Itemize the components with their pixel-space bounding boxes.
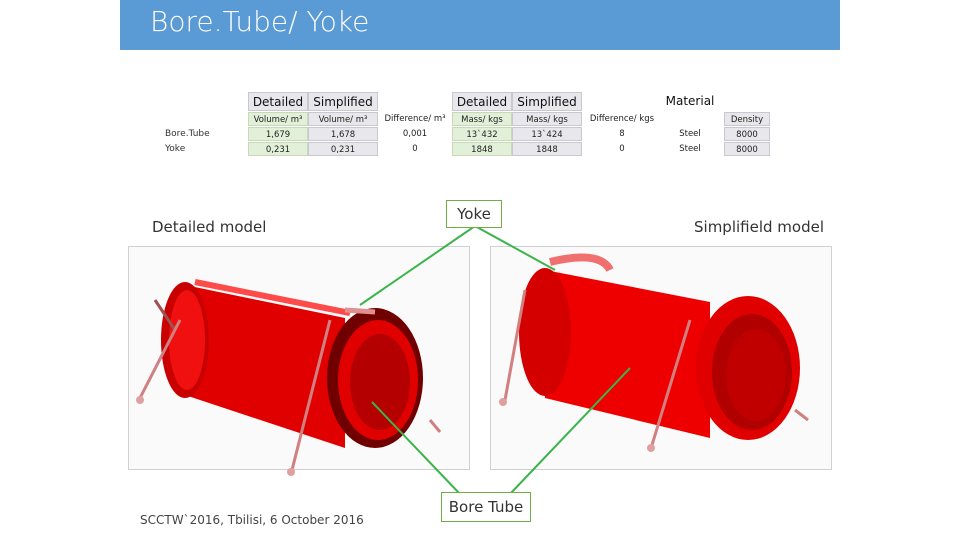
cell-density: 8000 xyxy=(724,142,770,156)
cell-mass-simplified: 1848 xyxy=(512,142,582,156)
cell-material: Steel xyxy=(679,129,701,139)
cell-vol-diff: 0,001 xyxy=(402,129,428,139)
page-title: Bore.Tube/ Yoke xyxy=(150,5,370,38)
header-simplified-mass: Simplified xyxy=(512,92,582,111)
header-detailed-volume: Detailed xyxy=(248,92,308,111)
col-mass-diff: Difference/ kgs xyxy=(589,114,655,124)
detailed-model-caption: Detailed model xyxy=(152,218,267,236)
cell-mass-simplified: 13`424 xyxy=(512,127,582,141)
cell-vol-simplified: 1,678 xyxy=(308,127,378,141)
detailed-tube xyxy=(136,279,442,476)
title-bar: Bore.Tube/ Yoke xyxy=(120,0,840,50)
col-volume-diff: Difference/ m³ xyxy=(384,114,446,124)
yoke-callout: Yoke xyxy=(446,200,502,228)
col-mass-detailed: Mass/ kgs xyxy=(452,112,512,126)
row-label-yoke: Yoke xyxy=(165,144,186,154)
header-material: Material xyxy=(665,94,715,108)
header-simplified-volume: Simplified xyxy=(308,92,378,111)
cell-vol-diff: 0 xyxy=(412,144,418,154)
callout-lines xyxy=(359,225,631,495)
cell-vol-detailed: 1,679 xyxy=(248,127,308,141)
cell-mass-diff: 8 xyxy=(619,129,625,139)
col-volume-detailed: Volume/ m³ xyxy=(248,112,308,126)
cell-material: Steel xyxy=(679,144,701,154)
header-detailed-mass: Detailed xyxy=(452,92,512,111)
cell-density: 8000 xyxy=(724,127,770,141)
cell-mass-diff: 0 xyxy=(619,144,625,154)
cell-vol-detailed: 0,231 xyxy=(248,142,308,156)
row-label-bore-tube: Bore.Tube xyxy=(165,129,210,139)
simplified-tube xyxy=(499,253,809,452)
col-density: Density xyxy=(724,112,770,126)
footer-text: SCCTW`2016, Tbilisi, 6 October 2016 xyxy=(140,513,364,527)
simplified-model-caption: Simplifield model xyxy=(694,218,824,236)
cell-mass-detailed: 13`432 xyxy=(452,127,512,141)
bore-tube-callout: Bore Tube xyxy=(441,492,531,522)
cell-mass-detailed: 1848 xyxy=(452,142,512,156)
col-volume-simplified: Volume/ m³ xyxy=(308,112,378,126)
col-mass-simplified: Mass/ kgs xyxy=(512,112,582,126)
cell-vol-simplified: 0,231 xyxy=(308,142,378,156)
